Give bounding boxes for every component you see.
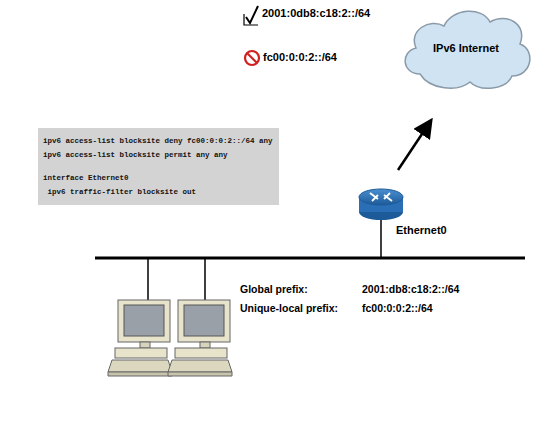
computer-symbol: [168, 300, 232, 376]
host-link: [204, 258, 206, 300]
router-link: [380, 220, 382, 258]
prefix-value: fc00:0:0:2::/64: [362, 302, 433, 314]
computer-symbol: [108, 300, 172, 376]
config-box: ipv6 access-list blocksite deny fc00:0:0…: [38, 128, 279, 205]
permitted-prefix: 2001:0db8:c18:2::/64: [262, 7, 370, 19]
ethernet-bus: [95, 257, 525, 260]
config-line: ipv6 traffic-filter blocksite out: [43, 185, 273, 199]
config-line: interface Ethernet0: [43, 171, 273, 185]
config-line: ipv6 access-list blocksite deny fc00:0:0…: [43, 134, 273, 148]
interface-name: Ethernet0: [396, 224, 447, 236]
check-mark: [244, 6, 258, 25]
router-symbol: [359, 189, 403, 220]
prefix-value: 2001:db8:c18:2::/64: [362, 283, 459, 295]
prefix-caption: Global prefix:: [240, 283, 308, 295]
cloud-label: IPv6 Internet: [433, 42, 499, 54]
traffic-arrow: [398, 122, 430, 170]
host-link: [147, 258, 149, 300]
prohibited-symbol: [245, 51, 259, 65]
prefix-caption: Unique-local prefix:: [240, 302, 338, 314]
blocked-prefix: fc00:0:0:2::/64: [263, 51, 337, 63]
internet-cloud: IPv6 Internet: [398, 4, 534, 92]
config-line: ipv6 access-list blocksite permit any an…: [43, 148, 273, 162]
